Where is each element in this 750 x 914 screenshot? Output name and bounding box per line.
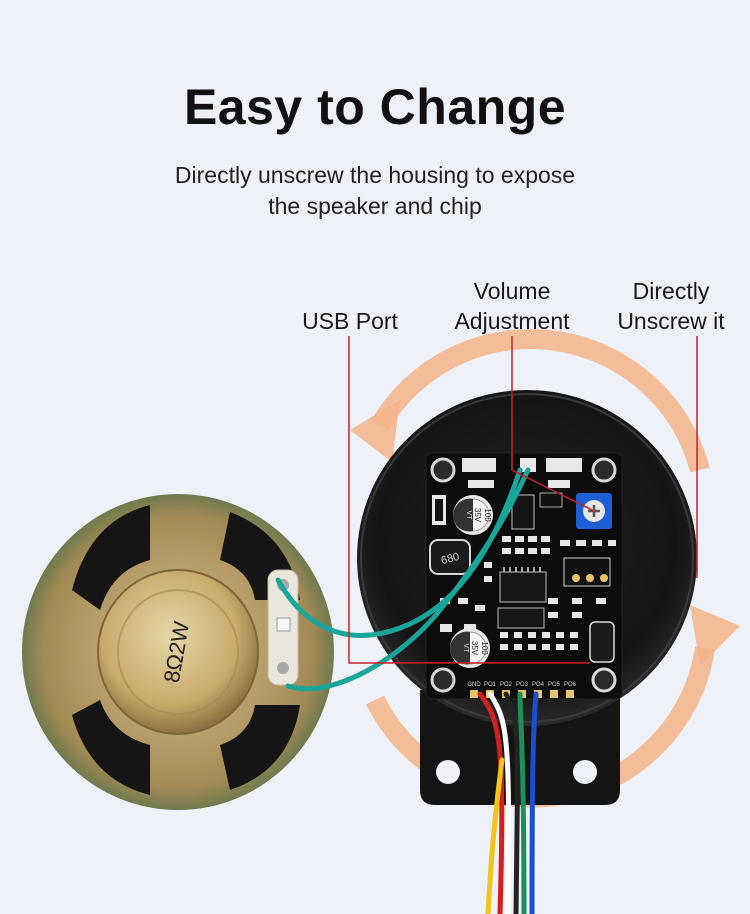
inductor-label: 680 <box>440 551 461 567</box>
pin-label-po4: PO4 <box>532 682 545 688</box>
pin-label-gnd: GND <box>467 682 481 688</box>
callout-volume-adjustment: Volume Adjustment <box>440 276 584 336</box>
callout-directly-unscrew: Directly Unscrew it <box>606 276 736 336</box>
cap-bottom-value: 100 <box>480 641 489 655</box>
cap-top-series: VT <box>465 511 472 521</box>
speaker-wires <box>275 467 531 692</box>
pin-label-po6: PO6 <box>564 682 577 688</box>
output-cables <box>477 691 539 914</box>
cap-bottom-series: VT <box>462 644 469 654</box>
subtitle-line-1: Directly unscrew the housing to expose <box>174 162 576 188</box>
page-title: Easy to Change <box>183 79 567 135</box>
capacitor-top: 100 35V VT <box>453 495 493 535</box>
leader-lines <box>348 336 698 664</box>
pcb-board: 680 100 35V VT 100 35V VT <box>425 452 623 700</box>
callout-volume-line-1: Volume <box>473 278 551 304</box>
volume-potentiometer <box>576 493 612 529</box>
pin-label-po1: PO1 <box>484 682 497 688</box>
callout-unscrew-line-1: Directly <box>632 278 710 304</box>
pin-label-po2: PO2 <box>500 682 513 688</box>
pin-label-po5: PO5 <box>548 682 561 688</box>
cap-top-voltage: 35V <box>473 508 482 523</box>
speaker: 8Ω2W <box>22 494 334 810</box>
cap-bottom-voltage: 35V <box>470 641 479 656</box>
callout-volume-line-2: Adjustment <box>454 308 570 334</box>
capacitor-bottom: 100 35V VT <box>450 628 490 668</box>
page-subtitle: Directly unscrew the housing to expose t… <box>0 160 750 222</box>
inductor: 680 <box>429 539 471 575</box>
subtitle-line-2: the speaker and chip <box>268 193 482 219</box>
callout-usb-port: USB Port <box>302 308 398 334</box>
pin-label-po3: PO3 <box>516 682 529 688</box>
cap-top-value: 100 <box>483 508 492 522</box>
callout-unscrew-line-2: Unscrew it <box>617 308 725 334</box>
